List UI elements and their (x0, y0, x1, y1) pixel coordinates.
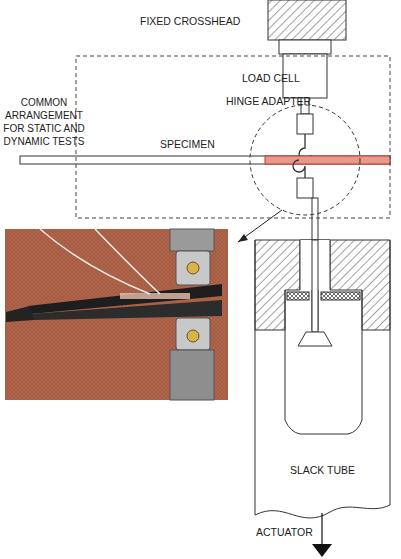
tube-chamber-bottom (285, 420, 362, 434)
photo-background (5, 229, 228, 400)
rod-head (298, 332, 332, 346)
photo-specimen (30, 300, 222, 320)
hinge-adapter (297, 114, 313, 134)
detail-arrowhead (238, 234, 248, 242)
pull-rod (312, 240, 318, 332)
tube-inner-wall (362, 290, 363, 420)
labelled-part: FIXED CROSSHEAD (140, 0, 346, 42)
seal-ring (321, 292, 360, 300)
detail-circle (250, 105, 360, 215)
hinge-loop (293, 160, 305, 178)
arrangement-box (76, 56, 390, 218)
photo-gauge (120, 293, 190, 299)
photo-grip (176, 251, 210, 285)
seal-ring (287, 292, 309, 300)
photo-specimen (6, 306, 34, 322)
photo-wire (95, 229, 160, 294)
photo-screw (187, 262, 199, 274)
actuator-arrowhead (312, 544, 332, 557)
load-cell-mount (279, 40, 331, 54)
photo-screw (187, 330, 199, 342)
part-label: HINGE ADAPTER (226, 95, 311, 108)
tube-bore-edge (300, 240, 301, 290)
part-name: FIXED CROSSHEAD (140, 15, 266, 28)
photo-grip (170, 350, 214, 400)
actuator-rod (321, 513, 322, 546)
photo-grip (170, 229, 214, 251)
photo-inset (5, 229, 228, 400)
part-label: LOAD CELL (242, 72, 300, 85)
bonded-region (265, 156, 390, 164)
tube-wall (255, 240, 256, 515)
detail-leader (238, 210, 282, 242)
crosshead-block (268, 0, 346, 40)
part-name: SLACK TUBE (275, 464, 370, 477)
part-name: COMMON ARRANGEMENT FOR STATIC AND DYNAMI… (2, 96, 86, 148)
part-label: SPECIMEN (160, 138, 215, 151)
hinge-adapter (297, 178, 313, 198)
labelled-part: COMMON ARRANGEMENT FOR STATIC AND DYNAMI… (2, 56, 390, 218)
part-label: ACTUATOR (256, 526, 313, 539)
photo-grip (176, 318, 210, 350)
tube-bore-edge (330, 240, 331, 290)
tube-wall (390, 240, 391, 505)
photo-texture (5, 229, 228, 400)
labelled-part: SLACK TUBE (255, 240, 390, 515)
tube-inner-wall (285, 290, 286, 420)
tube-cap (255, 240, 390, 330)
photo-wire (40, 229, 150, 294)
